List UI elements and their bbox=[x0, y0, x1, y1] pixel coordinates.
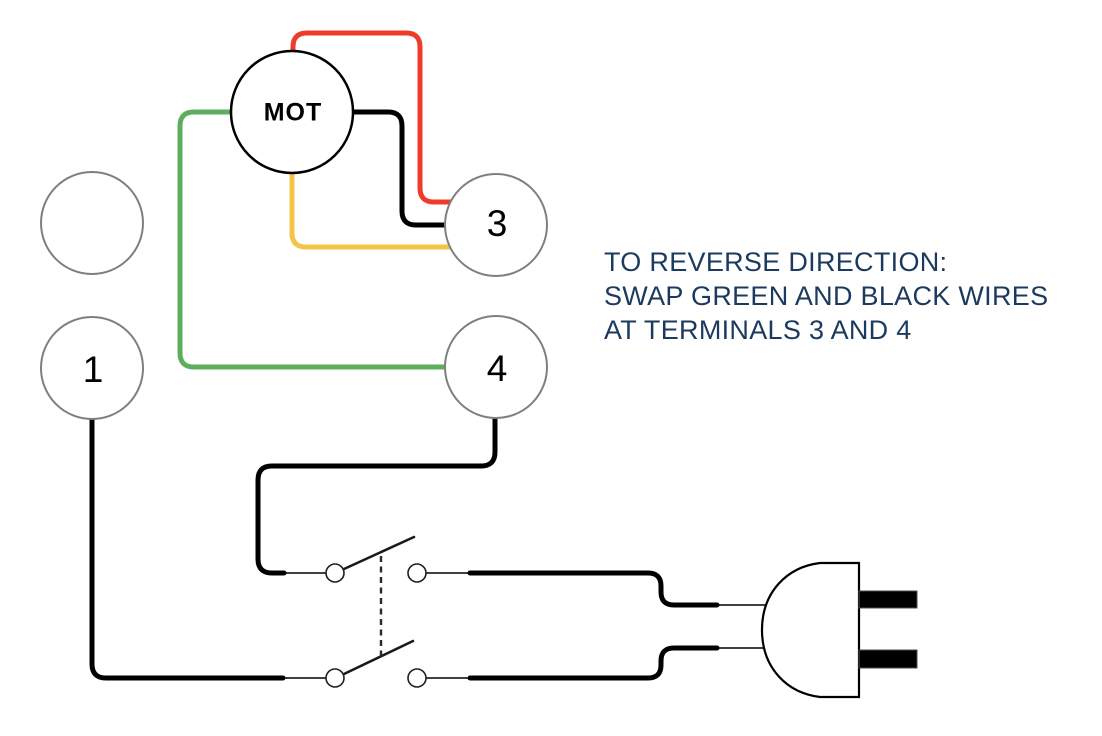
plug-body bbox=[760, 561, 861, 699]
green-wire bbox=[177, 109, 451, 370]
red-wire bbox=[290, 30, 455, 205]
terminal1-to-switch-wire bbox=[89, 413, 286, 681]
motor-circle bbox=[229, 49, 355, 175]
note-line-2: SWAP GREEN AND BLACK WIRES bbox=[604, 281, 1049, 311]
terminal-4-circle bbox=[444, 315, 548, 419]
note-line-1: TO REVERSE DIRECTION: bbox=[604, 247, 948, 277]
yellow-wire bbox=[289, 167, 455, 250]
plug-prong-bottom bbox=[858, 649, 918, 669]
plug-prong-top bbox=[858, 590, 918, 609]
motor-black-wire bbox=[347, 109, 451, 228]
power-cord-top bbox=[467, 570, 720, 608]
switch-contact-top-left bbox=[325, 563, 345, 583]
switch-top-lever bbox=[342, 535, 416, 571]
terminal-1-label: 1 bbox=[82, 349, 104, 390]
terminal-2-circle bbox=[40, 171, 144, 275]
terminal4-to-switch-wire bbox=[255, 412, 498, 576]
terminal-3-circle bbox=[444, 173, 548, 277]
switch-bottom-lever bbox=[342, 639, 415, 676]
power-cord-bottom bbox=[467, 645, 720, 681]
switch-contact-bottom-left bbox=[325, 668, 345, 688]
terminal-3-label: 3 bbox=[486, 203, 508, 244]
motor-label: MOT bbox=[263, 98, 323, 127]
switch-contact-top-right bbox=[407, 563, 427, 583]
reverse-direction-note: TO REVERSE DIRECTION: SWAP GREEN AND BLA… bbox=[604, 245, 1048, 347]
terminal-4-label: 4 bbox=[486, 348, 508, 389]
terminal-1-circle bbox=[40, 316, 144, 420]
note-line-3: AT TERMINALS 3 AND 4 bbox=[604, 315, 912, 345]
switch-contact-bottom-right bbox=[407, 668, 427, 688]
